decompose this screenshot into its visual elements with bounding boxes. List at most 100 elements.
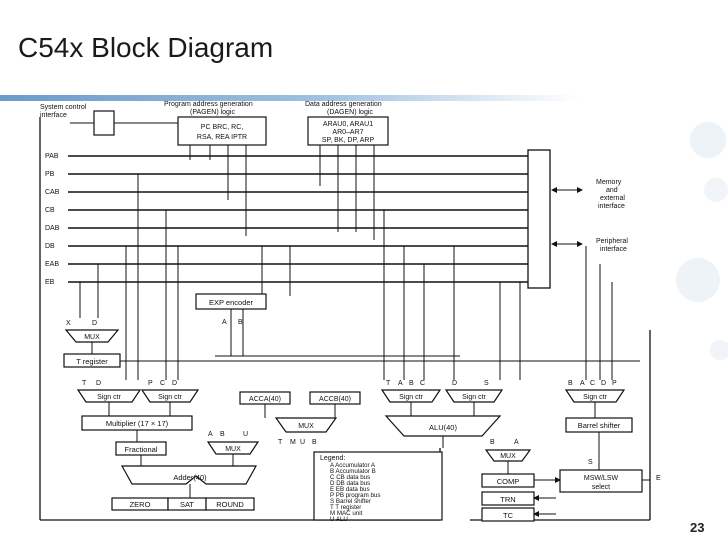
alu-block (384, 415, 502, 437)
peripheral-label-1: Peripheral (596, 238, 628, 245)
sign-ctr-left-b-label: Sign ctr (158, 394, 182, 401)
dagen-line-2: AR0–AR7 (332, 129, 363, 136)
bus-label-eb: EB (45, 279, 55, 286)
sc5-pin-b: B (568, 380, 573, 387)
sat-label: SAT (180, 500, 194, 509)
sc5-pin-c: C (590, 380, 595, 387)
system-control-label-1: System control (40, 104, 87, 111)
sc2-pin-p: P (148, 380, 153, 387)
dagen-logic-box (307, 116, 389, 146)
sc3-pin-b: B (409, 380, 414, 387)
bus-label-cab: CAB (45, 189, 60, 196)
sign-ctr-alu-a (380, 389, 442, 403)
system-control-label-2: interface (40, 112, 67, 119)
memory-label-1: Memory (596, 179, 622, 186)
legend-title: Legend: (320, 455, 345, 462)
page-number: 23 (690, 520, 705, 535)
bus-label-pab: PAB (45, 153, 59, 160)
sc5-pin-d: D (601, 380, 606, 387)
mux3-pin-t: T (278, 439, 283, 446)
sc5-pin-a: A (580, 380, 585, 387)
sc2-pin-d: D (172, 380, 177, 387)
pagen-logic-box (177, 116, 267, 146)
bus-labels: PAB PB CAB CB DAB DB EAB EB (45, 153, 60, 286)
bus-interface-block (527, 149, 551, 289)
bus-label-cb: CB (45, 207, 55, 214)
legend-item: T T register (330, 504, 361, 511)
legend-item: E EB data bus (330, 486, 370, 493)
legend-item: S Barrel shifter (330, 498, 371, 505)
bus-label-pb: PB (45, 171, 55, 178)
sc2-pin-c: C (160, 380, 165, 387)
dagen-line-1: ARAU0, ARAU1 (323, 121, 373, 128)
sign-ctr-shifter-label: Sign ctr (583, 394, 607, 401)
sign-ctr-alu-b (444, 389, 504, 403)
legend-item: P PB program bus (330, 492, 380, 499)
mux1-label: MUX (84, 334, 100, 341)
mux4-pin-a: A (514, 439, 519, 446)
mux2-pin-a: A (208, 431, 213, 438)
sc5-pin-p: P (612, 380, 617, 387)
mux1-pin-d: D (92, 320, 97, 327)
legend-item: M MAC unit (330, 510, 363, 517)
t-register-label: T register (76, 357, 108, 366)
accb-label: ACCB(40) (319, 396, 351, 403)
mux4-label: MUX (500, 453, 516, 460)
sc4-pin-d: D (452, 380, 457, 387)
mux3-pin-b: B (312, 439, 317, 446)
legend-item: B Accumulator B (330, 468, 376, 475)
bus-label-eab: EAB (45, 261, 59, 268)
memory-label-2: and (606, 187, 618, 194)
tc-label: TC (503, 511, 514, 520)
slide-title: C54x Block Diagram (18, 32, 274, 63)
sign-ctr-alu-b-label: Sign ctr (462, 394, 486, 401)
msw-lsw-select-box (559, 469, 643, 493)
comp-label: COMP (497, 477, 520, 486)
mux3-pin-u: U (300, 439, 305, 446)
dagen-header-1: Data address generation (305, 101, 382, 108)
adder-block (120, 465, 258, 485)
mux-t-register-input (64, 329, 120, 343)
mux3-pin-m: M (290, 439, 296, 446)
legend-item: A Accumulator A (330, 462, 376, 469)
sign-ctr-shifter (564, 389, 626, 403)
round-box (205, 497, 255, 511)
memory-label-3: external (600, 195, 625, 202)
mux-accumulator-select (274, 417, 338, 433)
mux-adder-input (206, 441, 260, 455)
multiplier-label: Multiplier (17 × 17) (106, 419, 169, 428)
legend-item: D DB data bus (330, 480, 370, 487)
barrel-shifter-label: Barrel shifter (578, 421, 621, 430)
legend-item: C CB data bus (330, 474, 370, 481)
mux2-pin-u: U (243, 431, 248, 438)
decorative-dots-graphic (676, 122, 728, 360)
pagen-line-2: RSA, REA IPTR (197, 134, 247, 141)
pagen-header-1: Program address generation (164, 101, 253, 108)
msw-lsw-label-1: MSW/LSW (584, 475, 619, 482)
exp-encoder-label: EXP encoder (209, 298, 254, 307)
round-label: ROUND (216, 500, 244, 509)
pagen-line-1: PC BRC, RC, (201, 124, 243, 131)
shifter-out-pin-s: S (588, 459, 593, 466)
bus-label-db: DB (45, 243, 55, 250)
system-control-box (93, 110, 115, 136)
mux2-label: MUX (225, 446, 241, 453)
fractional-label: Fractional (125, 445, 158, 454)
bus-label-dab: DAB (45, 225, 60, 232)
legend-items: A Accumulator A B Accumulator B C CB dat… (330, 462, 380, 523)
peripheral-label-2: interface (600, 246, 627, 253)
title-underline (0, 95, 580, 101)
legend-box (313, 451, 443, 521)
mux-compare-input (484, 449, 532, 462)
msw-lsw-label-2: select (592, 484, 610, 491)
sign-ctr-left-a (76, 389, 142, 403)
alu-label: ALU(40) (429, 423, 457, 432)
mux1-pin-x: X (66, 320, 71, 327)
sc3-pin-t: T (386, 380, 391, 387)
mux2-pin-b: B (220, 431, 225, 438)
zero-label: ZERO (130, 500, 151, 509)
exp-pin-b: B (238, 319, 243, 326)
mux3-label: MUX (298, 423, 314, 430)
sign-ctr-left-a-label: Sign ctr (97, 394, 121, 401)
